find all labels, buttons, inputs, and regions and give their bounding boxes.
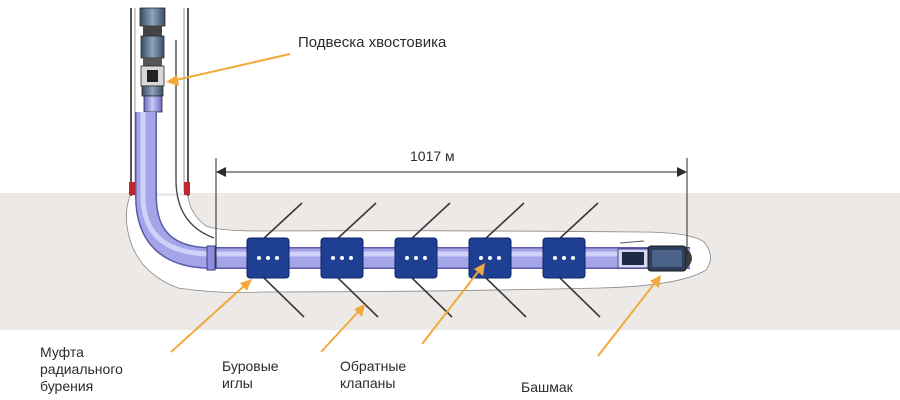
liner-pipe-highlight: [140, 112, 690, 257]
dimension-arrow-left: [216, 167, 226, 177]
shoe-label: Башмак: [521, 379, 573, 395]
drilling-block: [246, 237, 290, 279]
drilling-block: [468, 237, 512, 279]
liner-hanger-tool: [139, 7, 166, 113]
valves-label-line: Обратные: [340, 358, 407, 374]
needle: [335, 202, 377, 241]
coupling-callout-arrowhead: [240, 279, 252, 291]
callout-arrows: [166, 53, 661, 357]
dimension-line: [215, 158, 688, 268]
needle: [261, 202, 303, 241]
drilling-needles: [261, 202, 601, 318]
check-valves-label: Обратные клапаны: [340, 358, 406, 392]
needle: [557, 202, 599, 241]
needles-callout-arrow: [320, 311, 359, 353]
valves-callout-arrowhead: [474, 263, 485, 276]
hanger-callout-arrow: [175, 53, 291, 81]
needles-label-line: иглы: [222, 375, 253, 391]
needle: [411, 277, 453, 318]
dimension-arrow-right: [677, 167, 687, 177]
radial-drilling-coupling: [206, 245, 216, 271]
shoe-callout-arrowhead: [650, 275, 661, 288]
needles-callout-arrowhead: [354, 304, 365, 317]
coupling-label-line: бурения: [40, 378, 94, 394]
needle: [409, 202, 451, 241]
drilling-block: [394, 237, 438, 279]
coupling-label-line: Муфта: [40, 344, 84, 360]
shoe-assembly: [617, 240, 692, 272]
control-line: [175, 40, 215, 239]
coupling-label: Муфта радиального бурения: [40, 344, 123, 395]
liner-hanger-label: Подвеска хвостовика: [298, 34, 447, 51]
valves-callout-arrow: [421, 271, 479, 345]
drilling-blocks: [246, 237, 586, 279]
valves-label-line: клапаны: [340, 375, 396, 391]
needles-label-line: Буровые: [222, 358, 279, 374]
needle: [337, 277, 379, 318]
drilling-block: [320, 237, 364, 279]
coupling-label-line: радиального: [40, 361, 123, 377]
needle: [483, 202, 525, 241]
needle: [263, 277, 305, 318]
length-label: 1017 м: [410, 148, 455, 164]
casing-shoe-left: [129, 182, 135, 195]
drilling-needles-label: Буровые иглы: [222, 358, 279, 392]
needle: [559, 277, 601, 318]
needle: [485, 277, 527, 318]
drilling-block: [542, 237, 586, 279]
shoe-callout-arrow: [597, 283, 655, 357]
hanger-callout-arrowhead: [166, 75, 179, 86]
casing: [129, 8, 190, 196]
coupling-callout-arrow: [170, 285, 245, 353]
casing-shoe-right: [184, 182, 190, 195]
